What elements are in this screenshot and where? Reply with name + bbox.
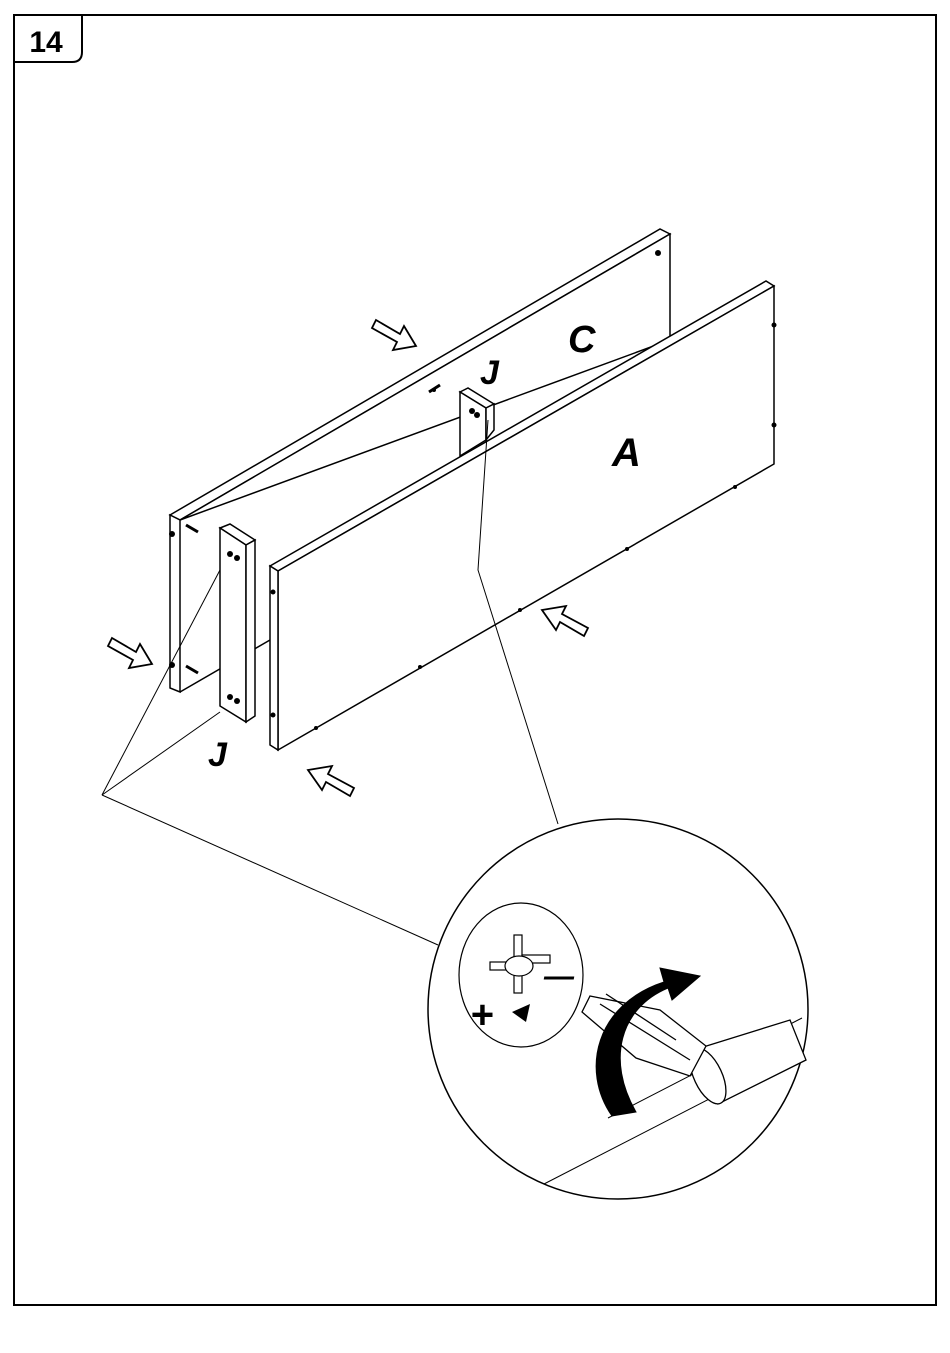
step-number: 14 bbox=[29, 26, 63, 59]
panel-c-dash-upper bbox=[186, 525, 198, 532]
arrow-top bbox=[372, 320, 416, 350]
label-connector-back: J bbox=[480, 354, 500, 392]
arrow-bottom bbox=[308, 766, 354, 796]
connector-j-front bbox=[220, 524, 255, 722]
detail-circle: + — bbox=[428, 819, 808, 1199]
arrow-right bbox=[542, 606, 588, 636]
label-panel-a: A bbox=[611, 431, 641, 475]
label-panel-c: C bbox=[568, 319, 596, 361]
plus-sign: + bbox=[470, 993, 493, 1037]
panel-c-dash-lower bbox=[186, 666, 198, 673]
arrow-left bbox=[108, 638, 152, 668]
minus-sign: — bbox=[543, 960, 575, 993]
label-connector-front: J bbox=[208, 736, 228, 774]
step-badge: 14 bbox=[14, 15, 82, 62]
